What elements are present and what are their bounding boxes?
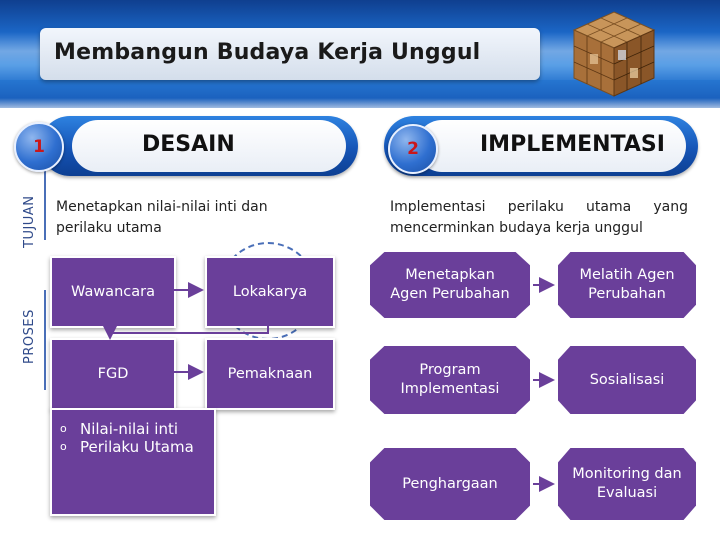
bullet-marker: o [60,440,67,453]
monitoring-evaluasi-box: Monitoring dan Evaluasi [558,448,696,520]
cube-collage-icon [572,11,656,97]
program-line1: Program [419,362,481,378]
menetapkan-agen-line2: Agen Perubahan [390,286,510,302]
implementasi-description: Implementasi perilaku utama yang mencerm… [390,197,688,239]
program-implementasi-box: Program Implementasi [370,346,530,414]
desc-word: Implementasi [390,199,486,215]
section-number-1: 1 [14,122,64,172]
desc-word: yang [653,199,688,215]
bullet-text: Perilaku Utama [80,438,194,456]
bullet-item: o Nilai-nilai inti [60,420,206,438]
pemaknaan-box: Pemaknaan [205,338,335,410]
tujuan-line [44,168,46,240]
desain-label: DESAIN [142,132,235,157]
section-number-2: 2 [388,124,438,174]
bullet-text: Nilai-nilai inti [80,420,179,438]
desc-word: utama [586,199,632,215]
menetapkan-agen-box: Menetapkan Agen Perubahan [370,252,530,318]
program-line2: Implementasi [400,381,500,397]
pemaknaan-label: Pemaknaan [227,365,313,382]
implementasi-description-line2: mencerminkan budaya kerja unggul [390,220,643,236]
penghargaan-label: Penghargaan [402,475,498,492]
desain-description: Menetapkan nilai-nilai inti dan perilaku… [56,197,268,239]
sosialisasi-label: Sosialisasi [589,371,665,388]
fgd-label: FGD [97,365,129,382]
melatih-agen-line1: Melatih Agen [579,267,675,283]
melatih-agen-box: Melatih Agen Perubahan [558,252,696,318]
values-bullet-box: o Nilai-nilai inti o Perilaku Utama [50,408,216,516]
arrow-lokakarya-fgd [102,324,269,340]
monitoring-line2: Evaluasi [596,485,658,501]
menetapkan-agen-line1: Menetapkan [405,267,495,283]
desc-word: perilaku [507,199,564,215]
bullet-marker: o [60,422,67,435]
monitoring-line1: Monitoring dan [572,466,682,482]
lokakarya-box: Lokakarya [205,256,335,328]
desain-pill: DESAIN [40,116,358,176]
implementasi-pill-inner [416,120,686,172]
lokakarya-label: Lokakarya [232,283,308,300]
bullet-item: o Perilaku Utama [60,438,206,456]
implementasi-description-line1: Implementasi perilaku utama yang [390,197,688,218]
title-bar [40,28,540,80]
proses-line [44,290,46,390]
desain-description-line2: perilaku utama [56,220,162,236]
melatih-agen-line2: Perubahan [588,286,666,302]
penghargaan-box: Penghargaan [370,448,530,520]
page-title: Membangun Budaya Kerja Unggul [54,40,481,65]
implementasi-label: IMPLEMENTASI [480,132,665,157]
desain-description-line1: Menetapkan nilai-nilai inti dan [56,199,268,215]
wawancara-label: Wawancara [71,283,155,300]
sosialisasi-box: Sosialisasi [558,346,696,414]
desain-pill-inner [72,120,346,172]
header-glow [0,98,720,108]
